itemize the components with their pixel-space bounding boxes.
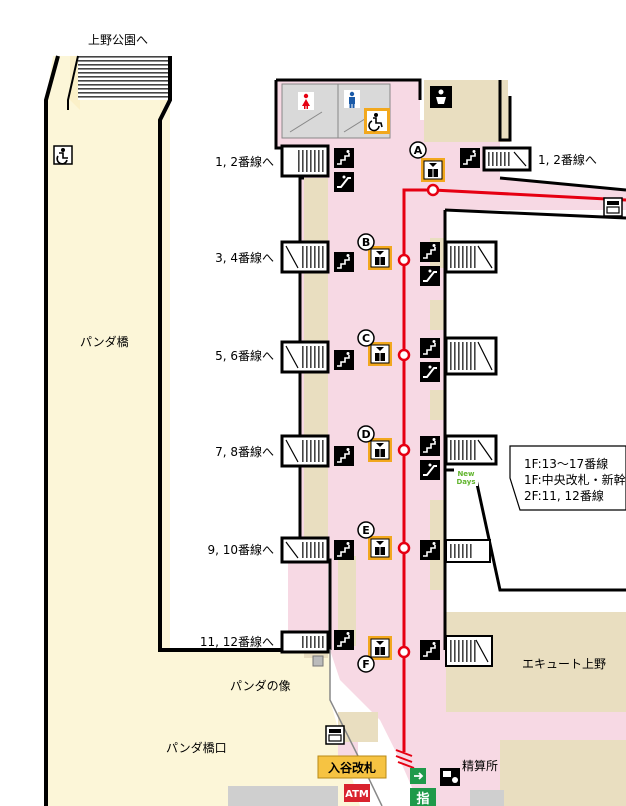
callout-box: 1F:13～17番線 1F:中央改札・新幹線 2F:11, 12番線 xyxy=(509,445,626,511)
elevator-icon xyxy=(368,246,392,270)
platform-label-11-12: 11, 12番線へ xyxy=(200,634,274,649)
route-node-c xyxy=(397,348,411,362)
callout-line-2: 1F:中央改札・新幹線 xyxy=(524,472,626,487)
escalator-icon xyxy=(420,362,440,382)
callout-line-1: 1F:13～17番線 xyxy=(524,456,608,471)
fare-adjustment-label: 精算所 xyxy=(462,758,498,773)
marker-f-letter: F xyxy=(362,658,370,671)
panda-bridge-label: パンダ橋 xyxy=(80,334,129,349)
reserved-seat-mark: 指 xyxy=(416,791,429,806)
exit-arrow-icon xyxy=(410,768,426,784)
marker-b-letter: B xyxy=(362,236,370,249)
route-node-a xyxy=(426,183,440,197)
stairs-up-icon xyxy=(334,148,354,168)
escalator-icon xyxy=(420,266,440,286)
newdays-line2: Days xyxy=(456,478,475,486)
elevator-icon xyxy=(368,536,392,560)
marker-e: E xyxy=(357,521,375,539)
iriya-gate-label: 入谷改札 xyxy=(328,760,376,775)
newdays-store-icon: New Days xyxy=(454,468,478,486)
stairs-up-icon xyxy=(420,338,440,358)
panda-statue-marker xyxy=(312,655,324,667)
panda-bridge-area xyxy=(44,54,360,806)
platform-label-3-4: 3, 4番線へ xyxy=(215,250,274,265)
route-node-f xyxy=(397,645,411,659)
route-node-b xyxy=(397,253,411,267)
platform-stairs-left xyxy=(280,144,330,654)
platform-label-1-2-right: 1, 2番線へ xyxy=(538,152,597,167)
reserved-seat-icon: 指 xyxy=(410,788,436,806)
marker-e-letter: E xyxy=(362,524,370,537)
elevator-icon xyxy=(368,636,392,660)
ueno-park-label: 上野公園へ xyxy=(88,33,148,47)
elevator-icon xyxy=(421,158,445,182)
accessible-toilet-icon xyxy=(364,108,390,134)
elevator-icon xyxy=(368,342,392,366)
park-stairs xyxy=(78,54,170,100)
coin-locker-icon xyxy=(325,725,345,745)
marker-c-letter: C xyxy=(362,332,370,345)
atm-icon: ATM xyxy=(344,784,370,802)
newdays-line1: New xyxy=(457,470,475,478)
stairs-up-icon xyxy=(420,640,440,660)
elevator-icons xyxy=(368,158,445,660)
platform-label-1-2-left: 1, 2番線へ xyxy=(215,154,274,169)
panda-bridge-exit-label: パンダ橋口 xyxy=(166,740,227,755)
marker-d: D xyxy=(357,425,375,443)
wheelchair-slope-icon xyxy=(53,145,73,165)
restroom-men-icon xyxy=(344,90,360,108)
marker-a: A xyxy=(409,141,427,159)
stairs-up-icon xyxy=(334,540,354,560)
marker-f: F xyxy=(357,655,375,673)
platform-label-5-6: 5, 6番線へ xyxy=(215,348,274,363)
elevator-icon xyxy=(368,438,392,462)
platform-label-9-10: 9, 10番線へ xyxy=(207,542,274,557)
ecute-label: エキュート上野 xyxy=(522,657,606,671)
restroom-women-icon xyxy=(298,92,314,110)
escalator-icon xyxy=(334,172,354,192)
escalator-icon xyxy=(420,460,440,480)
marker-a-letter: A xyxy=(414,144,423,157)
marker-c: C xyxy=(357,329,375,347)
callout-line-3: 2F:11, 12番線 xyxy=(524,488,604,503)
platform-stairs-right xyxy=(444,146,532,667)
marker-b: B xyxy=(357,233,375,251)
stairs-up-icon xyxy=(420,436,440,456)
stairs-up-icon xyxy=(420,540,440,560)
stairs-up-icon xyxy=(334,252,354,272)
atm-label: ATM xyxy=(345,789,369,800)
stairs-up-icon xyxy=(420,242,440,262)
escalator-icons xyxy=(334,148,480,660)
route-node-d xyxy=(397,443,411,457)
coin-locker-icon xyxy=(603,197,623,217)
platform-label-7-8: 7, 8番線へ xyxy=(215,444,274,459)
elevator-markers: A B C D E F xyxy=(357,141,427,673)
baby-care-icon xyxy=(430,86,452,108)
right-shop-block xyxy=(445,210,626,650)
stairs-up-icon xyxy=(334,350,354,370)
stairs-up-icon xyxy=(334,446,354,466)
accessible-route xyxy=(395,183,626,769)
stairs-up-icon xyxy=(334,630,354,650)
iriya-gate[interactable]: 入谷改札 xyxy=(317,755,387,779)
route-node-e xyxy=(397,541,411,555)
panda-statue-label: パンダの像 xyxy=(230,678,291,693)
marker-d-letter: D xyxy=(361,428,370,441)
fare-adjustment-icon xyxy=(440,768,460,786)
stairs-up-icon xyxy=(460,148,480,168)
